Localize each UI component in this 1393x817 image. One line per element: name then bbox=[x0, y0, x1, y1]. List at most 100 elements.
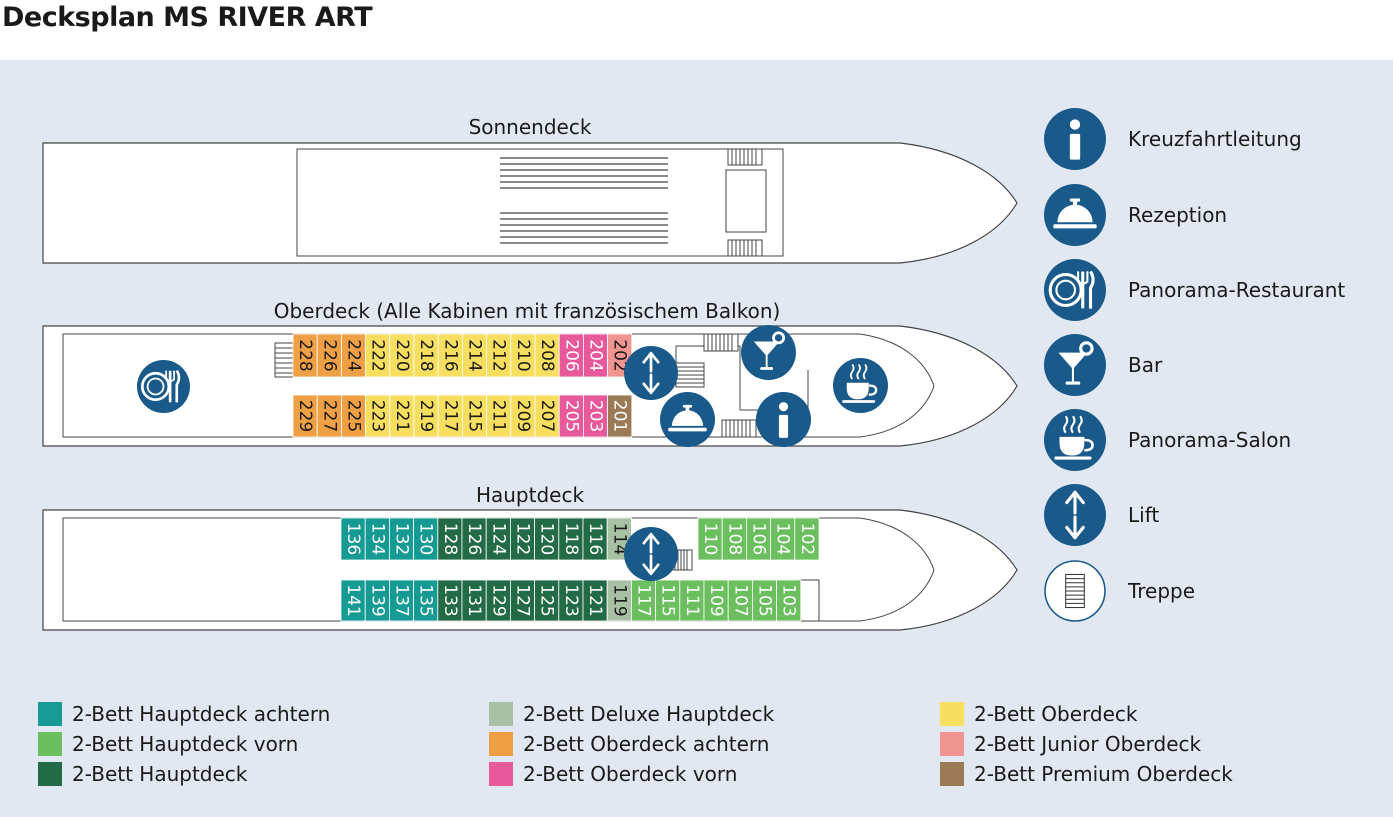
legend-swatch bbox=[940, 732, 964, 756]
legend-item: 2-Bett Deluxe Hauptdeck bbox=[489, 702, 774, 726]
cabin-number: 109 bbox=[706, 584, 726, 616]
cabin-103 bbox=[776, 579, 802, 622]
cabin-number: 115 bbox=[658, 584, 678, 616]
cabin-number: 137 bbox=[392, 584, 412, 616]
cabin-number: 118 bbox=[561, 523, 581, 555]
cabin-228 bbox=[292, 333, 318, 378]
cabin-123 bbox=[558, 579, 584, 622]
cabin-224 bbox=[340, 333, 366, 378]
cabin-number: 131 bbox=[464, 584, 484, 616]
cabin-208 bbox=[534, 333, 560, 378]
cabin-number: 227 bbox=[319, 400, 339, 432]
reception-bell-icon bbox=[1044, 184, 1106, 246]
cabin-216 bbox=[437, 333, 463, 378]
key-label: Panorama-Restaurant bbox=[1128, 278, 1346, 302]
page-title: Decksplan MS RIVER ART bbox=[2, 2, 373, 33]
cabin-number: 122 bbox=[513, 523, 533, 555]
cabin-number: 226 bbox=[319, 339, 339, 371]
cabin-125 bbox=[534, 579, 560, 622]
cabin-number: 107 bbox=[730, 584, 750, 616]
cabin-number: 202 bbox=[610, 339, 630, 371]
cocktail-icon bbox=[1044, 334, 1106, 396]
key-item-kreuzfahrtleitung: Kreuzfahrtleitung bbox=[1044, 108, 1302, 170]
cabin-221 bbox=[389, 394, 415, 438]
stairs-icon bbox=[1044, 560, 1106, 622]
cabin-number: 121 bbox=[585, 584, 605, 616]
cabin-number: 104 bbox=[773, 523, 793, 555]
legend-item: 2-Bett Hauptdeck vorn bbox=[38, 732, 298, 756]
key-item-lift: Lift bbox=[1044, 484, 1159, 546]
cabin-number: 102 bbox=[797, 523, 817, 555]
legend-label: 2-Bett Junior Oberdeck bbox=[974, 732, 1202, 756]
coffee-cup-icon bbox=[1044, 409, 1106, 471]
cabin-number: 103 bbox=[779, 584, 799, 616]
cabin-number: 217 bbox=[440, 400, 460, 432]
deck-label-sonnendeck: Sonnendeck bbox=[469, 115, 592, 139]
cabin-number: 208 bbox=[537, 339, 557, 371]
key-item-restaurant: Panorama-Restaurant bbox=[1044, 259, 1345, 321]
cabin-126 bbox=[461, 517, 487, 561]
cabin-111 bbox=[679, 579, 705, 622]
cabin-201 bbox=[607, 394, 633, 438]
cabin-number: 229 bbox=[295, 400, 315, 432]
legend-item: 2-Bett Oberdeck vorn bbox=[489, 762, 737, 786]
cabin-number: 114 bbox=[609, 523, 629, 555]
legend-swatch bbox=[489, 762, 513, 786]
cabin-number: 128 bbox=[440, 523, 460, 555]
cabin-number: 130 bbox=[416, 523, 436, 555]
cabin-220 bbox=[389, 333, 415, 378]
coffee-cup-icon bbox=[833, 358, 888, 413]
cabin-119 bbox=[606, 579, 632, 622]
cabin-number: 205 bbox=[561, 400, 581, 432]
cabin-number: 216 bbox=[440, 339, 460, 371]
legend-label: 2-Bett Premium Oberdeck bbox=[974, 762, 1233, 786]
restaurant-icon bbox=[1044, 259, 1106, 321]
key-item-bar: Bar bbox=[1044, 334, 1162, 396]
legend-item: 2-Bett Oberdeck achtern bbox=[489, 732, 769, 756]
cabin-number: 224 bbox=[344, 339, 364, 371]
info-icon bbox=[1044, 108, 1106, 170]
cabin-134 bbox=[364, 517, 390, 561]
deck-label-hauptdeck: Hauptdeck bbox=[476, 483, 585, 507]
cabin-217 bbox=[437, 394, 463, 438]
cabin-210 bbox=[510, 333, 536, 378]
cabin-205 bbox=[558, 394, 584, 438]
key-label: Kreuzfahrtleitung bbox=[1128, 127, 1302, 151]
legend-item: 2-Bett Hauptdeck bbox=[38, 762, 247, 786]
cabin-number: 204 bbox=[586, 339, 606, 371]
cabin-number: 134 bbox=[367, 523, 387, 555]
legend-label: 2-Bett Deluxe Hauptdeck bbox=[523, 702, 775, 726]
cabin-117 bbox=[631, 579, 657, 622]
key-label: Bar bbox=[1128, 353, 1163, 377]
cabin-number: 106 bbox=[749, 523, 769, 555]
cabin-number: 203 bbox=[586, 400, 606, 432]
cabin-number: 223 bbox=[368, 400, 388, 432]
cabin-number: 210 bbox=[513, 339, 533, 371]
cabin-225 bbox=[340, 394, 366, 438]
cabin-109 bbox=[703, 579, 729, 622]
cabin-102 bbox=[794, 517, 820, 561]
legend-item: 2-Bett Oberdeck bbox=[940, 702, 1138, 726]
legend-item: 2-Bett Premium Oberdeck bbox=[940, 762, 1233, 786]
cabin-number: 105 bbox=[755, 584, 775, 616]
legend-label: 2-Bett Hauptdeck vorn bbox=[72, 732, 299, 756]
cabin-129 bbox=[485, 579, 511, 622]
cabin-number: 220 bbox=[392, 339, 412, 371]
legend-swatch bbox=[940, 702, 964, 726]
legend-swatch bbox=[38, 732, 62, 756]
cabin-number: 225 bbox=[344, 400, 364, 432]
reception-bell-icon bbox=[660, 392, 715, 447]
legend-swatch bbox=[38, 702, 62, 726]
cabin-number: 228 bbox=[295, 339, 315, 371]
cabin-number: 123 bbox=[561, 584, 581, 616]
key-item-salon: Panorama-Salon bbox=[1044, 409, 1291, 471]
cabin-104 bbox=[770, 517, 796, 561]
legend-label: 2-Bett Oberdeck achtern bbox=[523, 732, 770, 756]
cabin-106 bbox=[746, 517, 772, 561]
cabin-number: 206 bbox=[561, 339, 581, 371]
cabin-127 bbox=[509, 579, 535, 622]
cabin-133 bbox=[437, 579, 463, 622]
